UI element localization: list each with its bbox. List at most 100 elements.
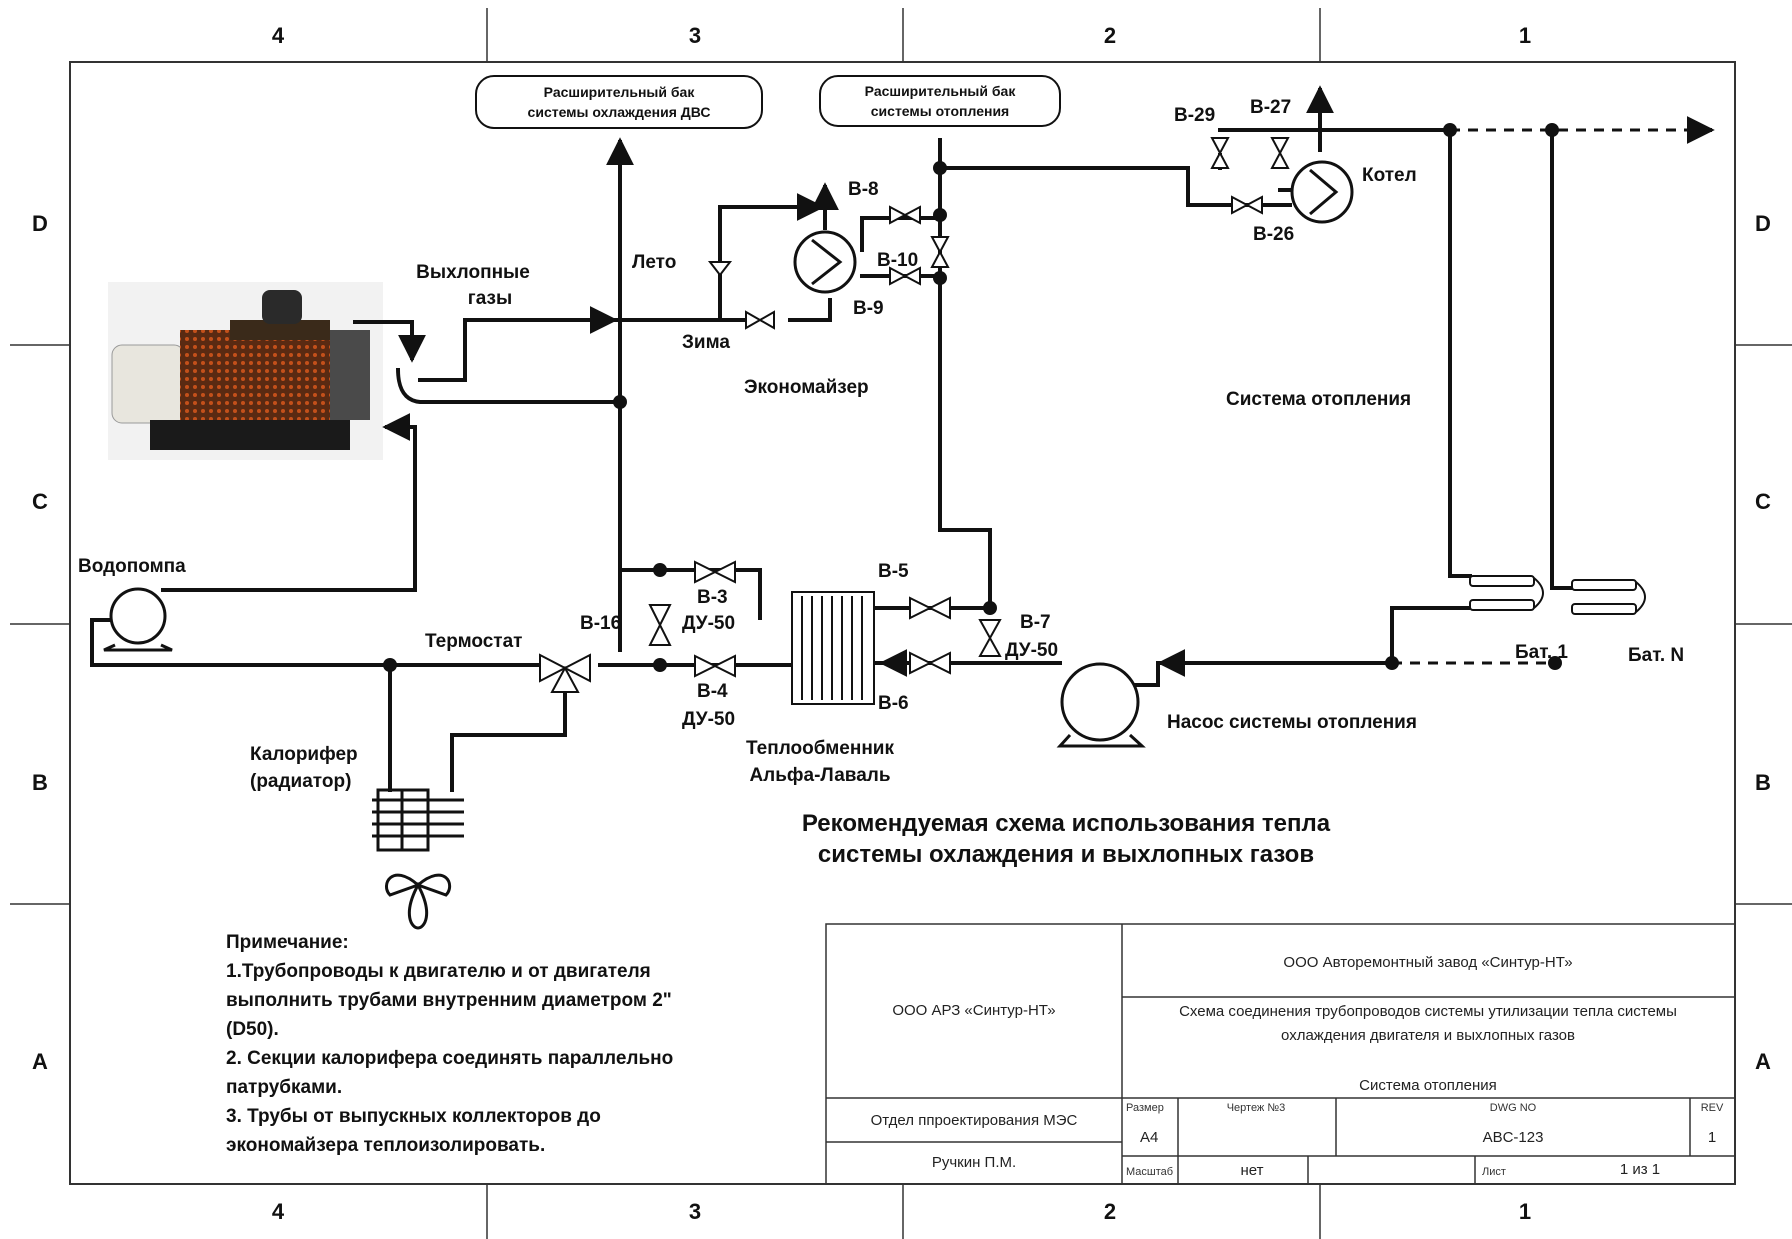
engine-image xyxy=(108,282,383,460)
component-labels: Выхлопные газы Лето Зима Экономайзер Сис… xyxy=(78,165,1684,792)
exhaust-label-2: газы xyxy=(468,288,512,309)
grid-row-right-a: A xyxy=(1755,1049,1771,1074)
valve-v4-du-label: ДУ-50 xyxy=(682,709,735,730)
valve-v9-label: В-9 xyxy=(853,298,884,319)
heater-label-1: Калорифер xyxy=(250,744,358,765)
notes-line-7: экономайзера теплоизолировать. xyxy=(226,1135,546,1156)
junction-dots xyxy=(383,123,1562,672)
grid-col-bottom-4: 4 xyxy=(272,1199,285,1224)
valve-v26 xyxy=(1231,195,1263,215)
valve-v3-du-label: ДУ-50 xyxy=(682,613,735,634)
water-pump-symbol xyxy=(103,587,173,652)
notes-block: Примечание: 1.Трубопроводы к двигателю и… xyxy=(226,928,786,1160)
diagram-title-line-2: системы охлаждения и выхлопных газов xyxy=(818,841,1314,868)
summer-label: Лето xyxy=(632,252,676,273)
diagram-title-line-1: Рекомендуемая схема использования тепла xyxy=(802,810,1331,837)
grid-col-bottom-3: 3 xyxy=(689,1199,701,1224)
grid-col-bottom-2: 2 xyxy=(1104,1199,1116,1224)
valve-v3 xyxy=(694,560,736,584)
notes-line-5: патрубками. xyxy=(226,1077,343,1098)
water-pump-label: Водопомпа xyxy=(78,556,186,577)
valve-v7-du-label: ДУ-50 xyxy=(1005,640,1058,661)
thermostat-symbol xyxy=(539,653,591,693)
tb-rev-value: 1 xyxy=(1708,1129,1716,1146)
boiler-symbol xyxy=(1290,160,1354,224)
grid-col-top-2: 2 xyxy=(1104,23,1116,48)
tb-size-value: А4 xyxy=(1140,1129,1158,1146)
heater-label-2: (радиатор) xyxy=(250,771,351,792)
grid-row-right-c: C xyxy=(1755,489,1771,514)
valve-symbols xyxy=(648,137,1290,678)
notes-line-1: 1.Трубопроводы к двигателю и от двигател… xyxy=(226,961,651,982)
diagram-title: Рекомендуемая схема использования тепла … xyxy=(802,810,1331,868)
valve-v5 xyxy=(909,596,951,620)
tb-rev-label: REV xyxy=(1701,1102,1724,1114)
grid-row-left-d: D xyxy=(32,211,48,236)
heating-pump-label: Насос системы отопления xyxy=(1167,712,1417,733)
grid-col-top-1: 1 xyxy=(1519,23,1531,48)
heating-tank-label-2: системы отопления xyxy=(871,103,1009,119)
heater-radiator-symbol xyxy=(372,788,464,852)
fan-icon xyxy=(385,873,452,930)
tb-author: Ручкин П.М. xyxy=(932,1154,1016,1171)
grid-col-top-3: 3 xyxy=(689,23,701,48)
valve-v29-label: В-29 xyxy=(1174,105,1215,126)
winter-label: Зима xyxy=(682,332,730,353)
grid-row-left-b: B xyxy=(32,770,48,795)
valve-v27-label: В-27 xyxy=(1250,97,1291,118)
grid-column-labels-top: 4 3 2 1 xyxy=(272,23,1531,48)
notes-line-4: 2. Секции калорифера соединять параллель… xyxy=(226,1048,674,1069)
valve-v4-label: В-4 xyxy=(697,681,728,702)
valve-v8-label: В-8 xyxy=(848,179,879,200)
grid-row-labels-right: D C B A xyxy=(1755,211,1771,1074)
pipelines xyxy=(90,93,1574,792)
engine-expansion-tank: Расширительный бак системы охлаждения ДВ… xyxy=(475,75,763,129)
valve-v9 xyxy=(889,266,921,286)
valve-labels: В-3 ДУ-50 В-4 ДУ-50 В-5 В-6 В-7 ДУ-50 В-… xyxy=(580,97,1294,730)
valve-v5-label: В-5 xyxy=(878,561,909,582)
grid-col-top-4: 4 xyxy=(272,23,285,48)
grid-row-labels-left: D C B A xyxy=(32,211,48,1074)
valve-v3-label: В-3 xyxy=(697,587,728,608)
tb-dwg-value: ABC-123 xyxy=(1483,1129,1544,1146)
valve-v29 xyxy=(1210,137,1230,169)
thermostat-label: Термостат xyxy=(425,631,523,652)
battery-1-symbol xyxy=(1469,575,1544,611)
economizer-label: Экономайзер xyxy=(744,377,869,398)
flow-arrows xyxy=(382,85,1715,677)
tb-drawing-label: Чертеж №3 xyxy=(1227,1102,1286,1114)
heat-exchanger-symbol xyxy=(791,591,875,705)
dashed-lines xyxy=(1392,128,1700,665)
tb-company-full: ООО Авторемонтный завод «Синтур-НТ» xyxy=(1283,954,1572,971)
exhaust-label-1: Выхлопные xyxy=(416,262,530,283)
grid-row-left-c: C xyxy=(32,489,48,514)
grid-column-labels-bottom: 4 3 2 1 xyxy=(272,1199,1531,1224)
grid-col-bottom-1: 1 xyxy=(1519,1199,1531,1224)
tb-sheet-label: Лист xyxy=(1482,1166,1506,1178)
tb-system: Система отопления xyxy=(1359,1077,1497,1094)
valve-v7 xyxy=(978,619,1002,657)
valve-v10 xyxy=(930,236,950,268)
grid-row-right-b: B xyxy=(1755,770,1771,795)
boiler-label: Котел xyxy=(1362,165,1417,186)
title-block-text: ООО Авторемонтный завод «Синтур-НТ» ООО … xyxy=(871,954,1724,1179)
notes-line-6: 3. Трубы от выпускных коллекторов до xyxy=(226,1106,601,1127)
battery-n-symbol xyxy=(1571,579,1646,615)
tb-description-1: Схема соединения трубопроводов системы у… xyxy=(1179,1003,1677,1020)
tb-scale-value: нет xyxy=(1241,1162,1264,1179)
tb-company-short: ООО АРЗ «Синтур-НТ» xyxy=(892,1002,1055,1019)
heating-pump-symbol xyxy=(1056,662,1146,748)
engine-tank-label-1: Расширительный бак xyxy=(544,84,696,100)
tb-sheet-value: 1 из 1 xyxy=(1620,1161,1660,1178)
battery-n-label: Бат. N xyxy=(1628,645,1684,666)
heating-expansion-tank: Расширительный бак системы отопления xyxy=(819,75,1061,127)
valve-v27 xyxy=(1270,137,1290,169)
valve-v7-label: В-7 xyxy=(1020,612,1051,633)
title-block xyxy=(825,923,1736,1185)
valve-v16-label: В-16 xyxy=(580,613,621,634)
tb-department: Отдел ппроектирования МЭС xyxy=(871,1112,1078,1129)
heat-exchanger-label-2: Альфа-Лаваль xyxy=(749,765,890,786)
valve-v26-label: В-26 xyxy=(1253,224,1294,245)
tb-scale-label: Масштаб xyxy=(1126,1166,1173,1178)
